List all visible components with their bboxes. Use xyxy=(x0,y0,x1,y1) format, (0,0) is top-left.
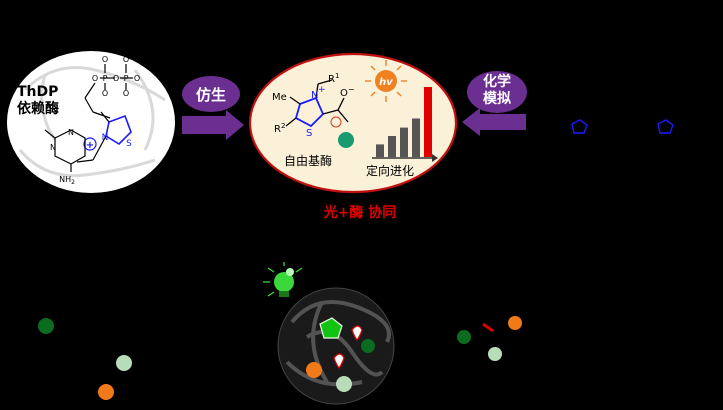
biomimetic-label: 仿生 xyxy=(195,86,226,104)
r1-substituent: R1 xyxy=(328,72,339,85)
red-bond-mark xyxy=(482,322,494,333)
chemical-label: 化学 xyxy=(483,74,511,90)
oxygen-atom: O xyxy=(123,89,129,98)
hv-label: hv xyxy=(379,77,393,88)
dark-green-dot xyxy=(457,330,471,344)
thiazolium-s-atom: S xyxy=(306,128,312,139)
thdp-enzyme-panel: P P O O O O O O O N S + xyxy=(5,50,177,195)
oxygen-atom: O xyxy=(123,55,129,64)
radical-enzyme-panel: Me R1 R2 O− N + S hv xyxy=(248,52,458,194)
pyrimidine-n-atom: N xyxy=(68,128,74,137)
thiazolium-icon xyxy=(652,118,678,138)
light-sun-icon: hv xyxy=(365,60,407,102)
evolution-bar xyxy=(376,144,384,157)
light-green-dot xyxy=(488,347,502,361)
evolution-bar xyxy=(424,87,432,157)
phosphorus-atom-1: P xyxy=(103,74,108,83)
evolution-bar xyxy=(400,127,408,157)
oxygen-atom: O xyxy=(134,74,140,83)
r2-substituent: R2 xyxy=(274,122,285,135)
light-green-dot xyxy=(116,355,132,371)
substrate-dot xyxy=(338,132,354,148)
orange-dot xyxy=(508,316,522,330)
oxygen-atom: O xyxy=(113,74,119,83)
methyl-group: Me xyxy=(272,92,287,103)
oxygen-atom: O xyxy=(102,55,108,64)
phosphorus-atom-2: P xyxy=(124,74,129,83)
oxygen-atom: O xyxy=(92,74,98,83)
cation-charge: + xyxy=(318,85,326,95)
directed-evolution-bars xyxy=(376,87,432,157)
radical-enzyme-label: 自由基酶 xyxy=(284,154,333,168)
amine-group: NH2 xyxy=(59,175,75,186)
light-bulb-icon xyxy=(263,262,303,297)
biomimetic-arrow: 仿生 xyxy=(178,74,248,140)
enzyme-active-site xyxy=(262,262,402,406)
thdp-dependent-enzyme-label: 依赖酶 xyxy=(17,101,59,117)
directed-evolution-label: 定向进化 xyxy=(366,164,415,178)
pyrimidine-n-atom: N xyxy=(50,143,56,152)
thiazolium-icon xyxy=(566,118,592,138)
thdp-label: ThDP xyxy=(17,84,59,100)
cation-charge: + xyxy=(86,140,94,151)
thdp-structure: P P O O O O O O O N S + xyxy=(7,51,175,193)
evolution-bar xyxy=(388,136,396,157)
light-enzyme-synergy-caption: 光+酶 协同 xyxy=(323,205,397,221)
chemical-mimic-arrow: 化学 模拟 xyxy=(458,70,530,138)
mimic-label: 模拟 xyxy=(483,91,511,107)
oxygen-atom: O− xyxy=(340,85,355,99)
dark-green-dot xyxy=(38,318,54,334)
oxygen-atom: O xyxy=(102,89,108,98)
thiazolium-s-atom: S xyxy=(126,139,132,149)
orange-dot xyxy=(98,384,114,400)
thiazolium-n-atom: N xyxy=(311,90,318,101)
evolution-bar xyxy=(412,118,420,157)
